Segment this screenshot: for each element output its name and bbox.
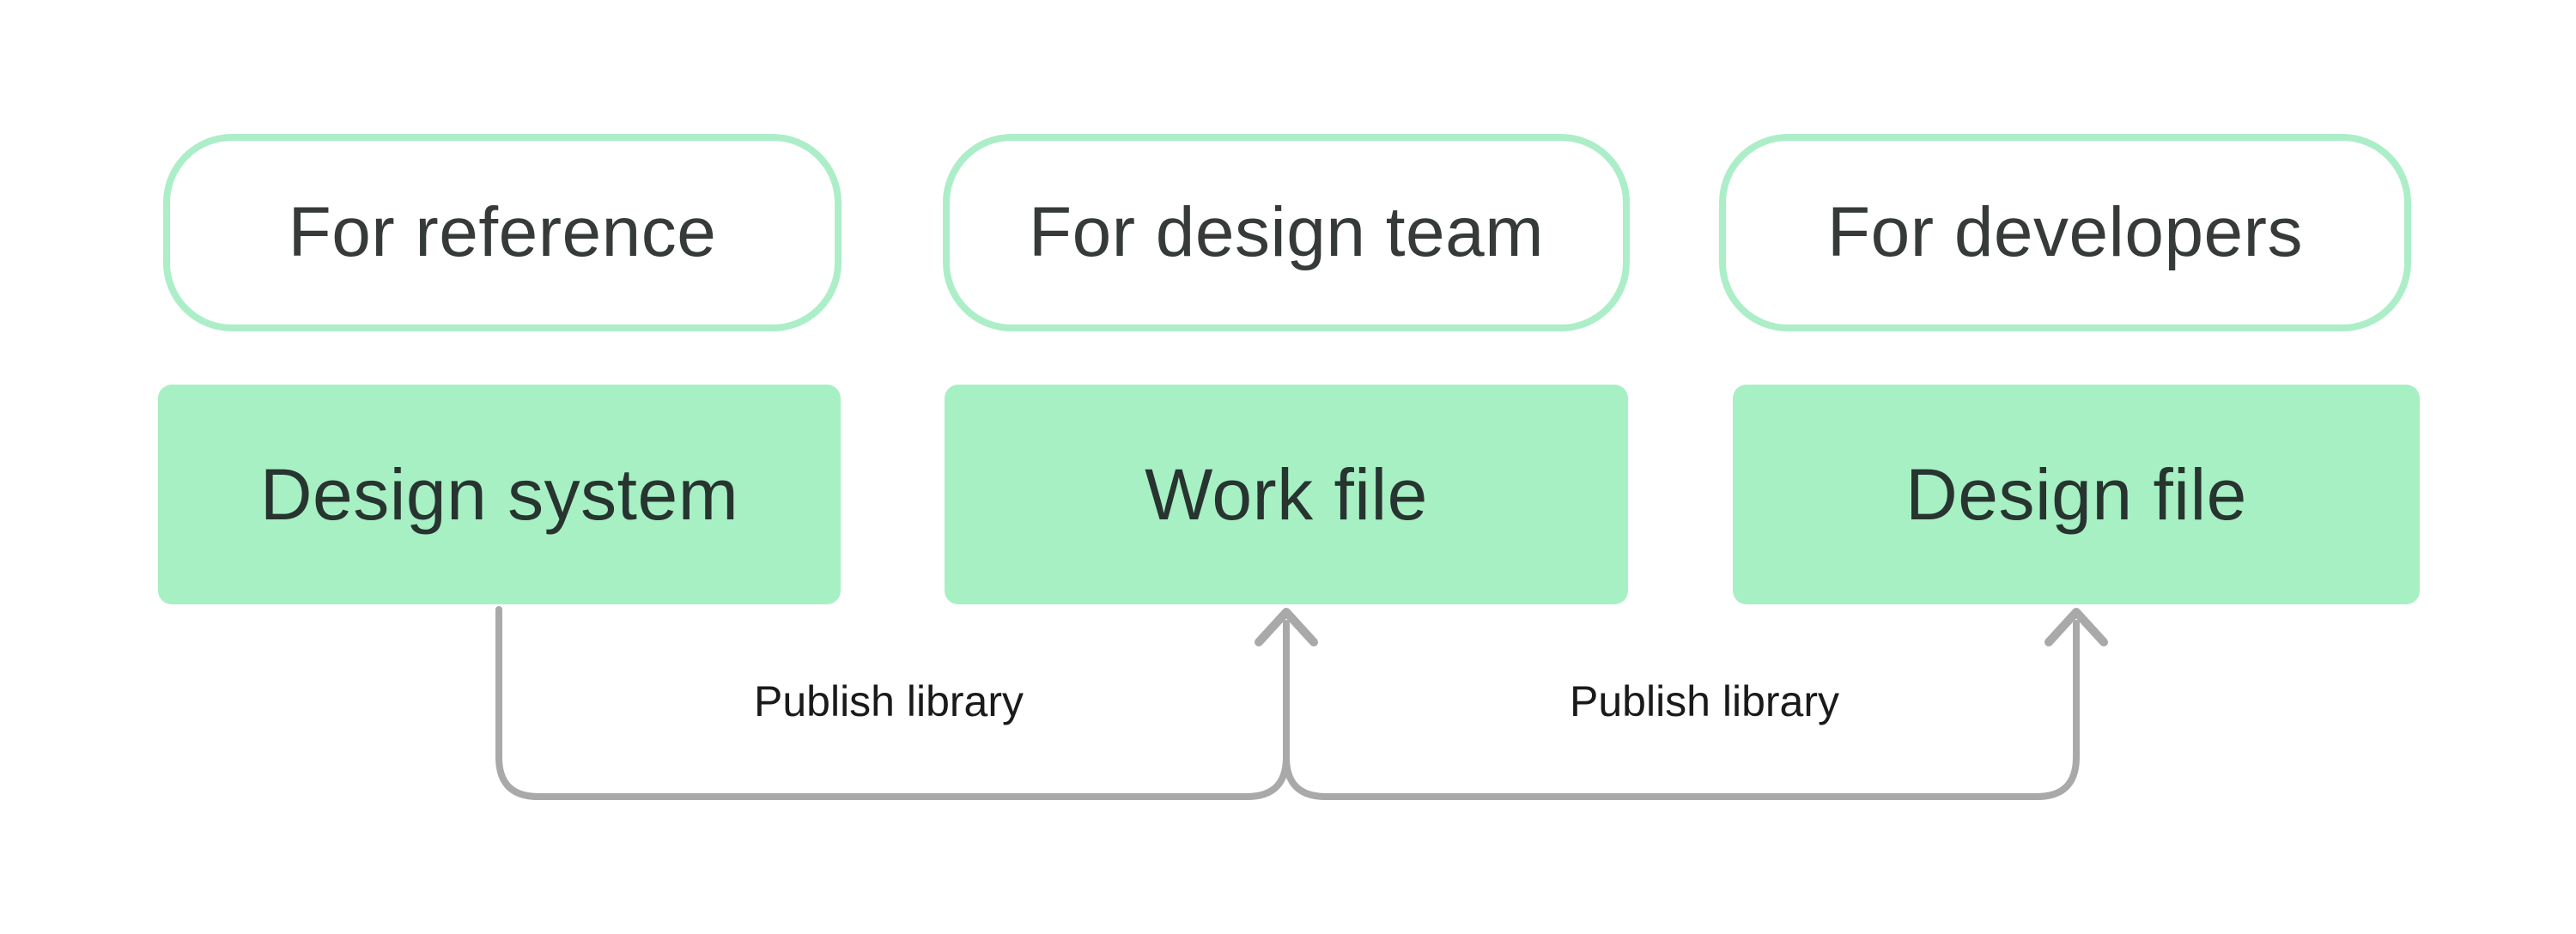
- connector-design-system-to-work-file: [495, 606, 1290, 800]
- box-design-file: Design file: [1733, 385, 2420, 604]
- box-work-file: Work file: [945, 385, 1628, 604]
- edge-label-publish-library-right: Publish library: [1569, 677, 1840, 725]
- pill-label: For developers: [1827, 193, 2303, 271]
- box-label: Design system: [259, 453, 739, 535]
- arrow-up-icon: [1255, 608, 1318, 646]
- box-label: Work file: [1145, 453, 1428, 535]
- box-label: Design file: [1905, 453, 2247, 535]
- connector-work-file-to-design-file: [1283, 620, 2080, 800]
- arrow-up-icon: [2044, 608, 2108, 646]
- box-design-system: Design system: [158, 385, 841, 604]
- edge-label-publish-library-left: Publish library: [753, 677, 1024, 725]
- pill-label: For design team: [1029, 193, 1544, 271]
- pill-for-developers: For developers: [1719, 134, 2411, 331]
- pill-for-reference: For reference: [163, 134, 841, 331]
- pill-label: For reference: [288, 193, 717, 271]
- pill-for-design-team: For design team: [943, 134, 1630, 331]
